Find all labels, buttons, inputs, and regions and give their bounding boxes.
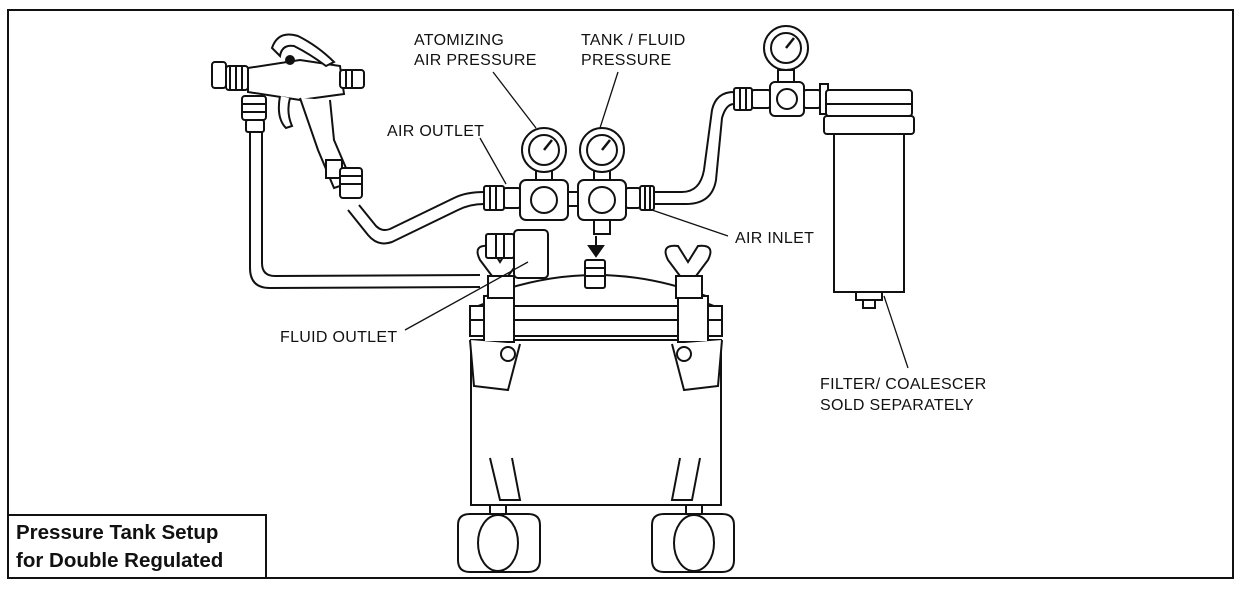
atomizing-air-gauge bbox=[521, 127, 567, 173]
leader-fluid-outlet bbox=[404, 261, 529, 331]
label-air-inlet: AIR INLET bbox=[735, 230, 814, 247]
leader-atomizing bbox=[492, 71, 537, 129]
label-atomizing-line1: ATOMIZING bbox=[414, 32, 504, 49]
diagram-title-box: Pressure Tank Setup for Double Regulated bbox=[7, 514, 267, 579]
leader-lines bbox=[404, 71, 909, 369]
title-line-2: for Double Regulated bbox=[16, 549, 224, 572]
leader-air-inlet bbox=[651, 209, 729, 237]
leader-tank-fluid bbox=[599, 71, 619, 129]
down-arrow-icon bbox=[587, 236, 605, 258]
air-supply-hose bbox=[652, 91, 735, 205]
label-atomizing-line2: AIR PRESSURE bbox=[414, 52, 537, 69]
label-air-outlet: AIR OUTLET bbox=[387, 123, 484, 140]
label-tank-fluid-line2: PRESSURE bbox=[581, 52, 671, 69]
air-inlet-fitting bbox=[625, 185, 655, 211]
regulator-manifold bbox=[519, 167, 627, 235]
diagram-frame bbox=[7, 9, 1234, 579]
label-filter-line1: FILTER/ COALESCER bbox=[820, 376, 987, 393]
air-outlet-fitting bbox=[483, 185, 521, 211]
label-fluid-outlet: FLUID OUTLET bbox=[280, 329, 397, 346]
spray-gun bbox=[211, 33, 365, 199]
tank-casters bbox=[457, 505, 735, 573]
filter-coalescer bbox=[819, 83, 915, 309]
tank-fluid-gauge bbox=[579, 127, 625, 173]
leader-filter bbox=[883, 295, 909, 369]
label-filter-line2: SOLD SEPARATELY bbox=[820, 397, 974, 414]
leader-air-outlet bbox=[479, 137, 507, 185]
filter-regulator-gauge bbox=[733, 25, 821, 117]
title-line-1: Pressure Tank Setup bbox=[16, 521, 219, 544]
label-tank-fluid-line1: TANK / FLUID bbox=[581, 32, 686, 49]
air-hose-to-gun bbox=[347, 191, 485, 245]
pressure-tank bbox=[469, 229, 723, 506]
fluid-hose bbox=[249, 128, 481, 290]
